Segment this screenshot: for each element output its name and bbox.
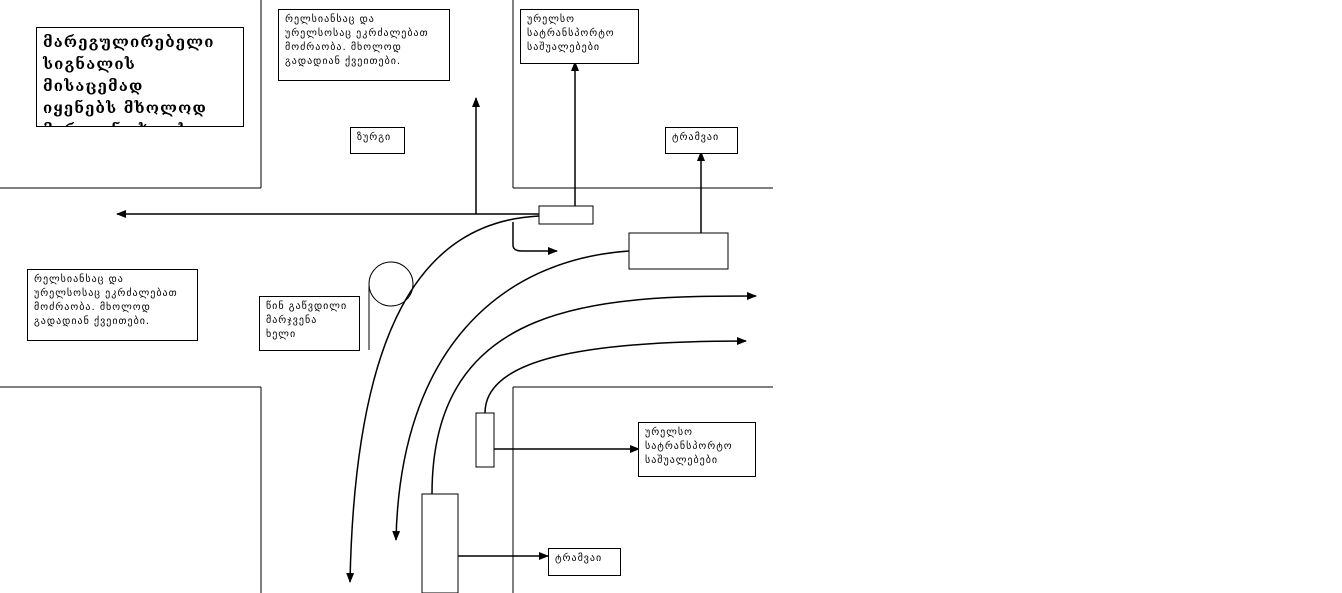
arrow-right-turn-car: [512, 222, 558, 255]
traffic-controller: [368, 261, 414, 350]
tram-top-label: ტრამვაი: [665, 127, 738, 154]
tram-bottom-vehicle: [421, 493, 459, 593]
vehicles: [421, 205, 729, 593]
bottom-right-vehicles-label: ურელსო სატრანსპორტო საშუალებები: [638, 422, 756, 477]
left-no-traffic-note: რელსიანსაც და ურელსოსაც ეკრძალებათ მოძრა…: [27, 269, 198, 341]
arrow-tram-curve-east: [431, 292, 757, 495]
raised-hand-label: წინ გაწვდილი მარჯვენა ხელი: [259, 296, 360, 351]
car-bottom: [475, 412, 495, 468]
regulator-signal-note: მარეგულირებელი სიგნალის მისაცემად იყენებ…: [36, 27, 244, 127]
traffic-controller-head: [368, 261, 414, 307]
arrow-car-curve-east: [484, 337, 747, 414]
car-top: [538, 205, 594, 225]
tram-top-vehicle: [628, 232, 729, 270]
top-no-traffic-note: რელსიანსაც და ურელსოსაც ეკრძალებათ მოძრა…: [278, 9, 450, 81]
movement-arrows: [116, 61, 757, 583]
road-edges: [0, 0, 773, 593]
arrow-car-curve-south: [346, 215, 540, 583]
arrow-tram-curve-south: [392, 250, 630, 541]
top-right-vehicles-label: ურელსო სატრანსპორტო საშუალებები: [520, 9, 639, 64]
back-label: ზურგი: [350, 127, 405, 154]
tram-bottom-label: ტრამვაი: [548, 548, 621, 576]
